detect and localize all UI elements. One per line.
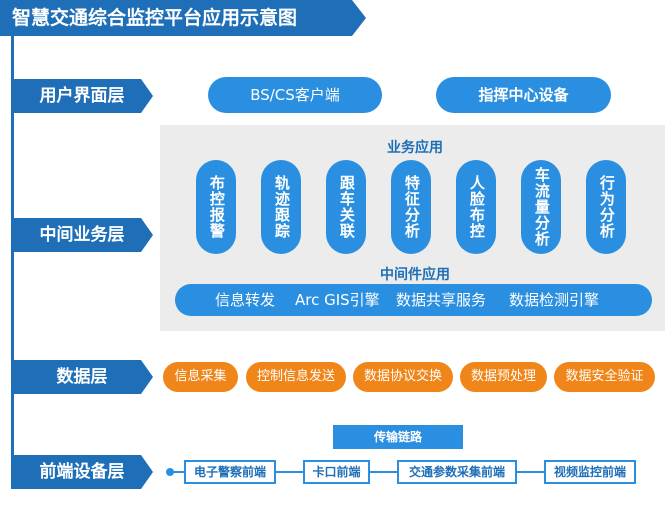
business-app-pill: 行为分析 (586, 160, 626, 254)
layer-label-front-end: 前端设备层 (11, 455, 153, 489)
connector-line (276, 471, 303, 473)
connector-line (517, 471, 544, 473)
business-app-pill: 人脸布控 (456, 160, 496, 254)
middleware-item: 数据检测引擎 (509, 291, 600, 309)
business-app-pill: 特征分析 (391, 160, 431, 254)
device-box: 视频监控前端 (544, 460, 636, 484)
layer-label-user-interface: 用户界面层 (11, 79, 153, 113)
connector-line (370, 471, 397, 473)
connector-dot (166, 468, 174, 476)
device-box: 电子警察前端 (184, 460, 276, 484)
diagram-title: 智慧交通综合监控平台应用示意图 (0, 0, 366, 36)
middleware-item: 信息转发 (215, 291, 276, 309)
business-app-pill: 轨迹跟踪 (261, 160, 301, 254)
device-box: 交通参数采集前端 (397, 460, 517, 484)
business-app-pill: 布控报警 (196, 160, 236, 254)
bs-cs-client-pill: BS/CS客户端 (208, 77, 382, 113)
data-item-pill: 数据预处理 (460, 362, 547, 392)
connector-line (172, 471, 184, 473)
transport-link-box: 传输链路 (333, 425, 463, 449)
data-item-pill: 数据协议交换 (353, 362, 453, 392)
data-item-pill: 信息采集 (163, 362, 238, 392)
middleware-bar: 信息转发 Arc GIS引擎 数据共享服务 数据检测引擎 (175, 284, 652, 316)
business-app-pill: 跟车关联 (326, 160, 366, 254)
device-box: 卡口前端 (303, 460, 370, 484)
data-item-pill: 控制信息发送 (246, 362, 346, 392)
command-center-device-pill: 指挥中心设备 (436, 77, 611, 113)
layer-label-middle-business: 中间业务层 (11, 218, 153, 252)
middleware-item: 数据共享服务 (396, 291, 487, 309)
business-app-pill: 车流量分析 (521, 160, 561, 254)
middleware-item: Arc GIS引擎 (295, 291, 380, 309)
data-item-pill: 数据安全验证 (554, 362, 655, 392)
middleware-title: 中间件应用 (380, 267, 450, 283)
business-apps-title: 业务应用 (387, 140, 443, 156)
layer-spine (11, 18, 14, 486)
layer-label-data: 数据层 (11, 360, 153, 394)
